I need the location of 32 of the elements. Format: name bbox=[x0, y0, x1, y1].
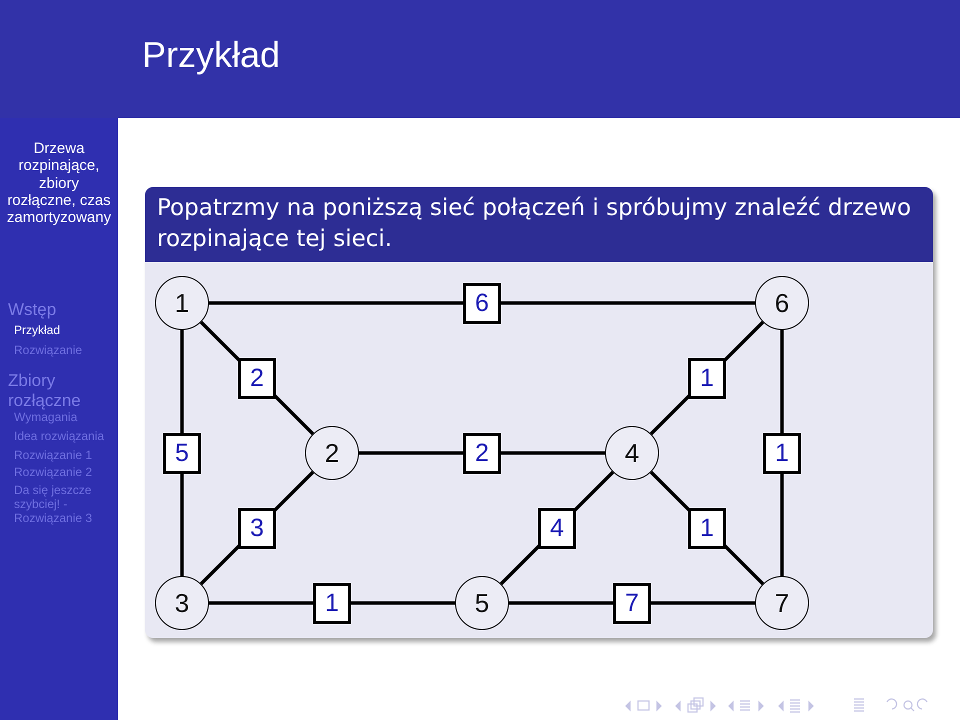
graph-vertex: 1 bbox=[155, 276, 209, 330]
slide-title: Przykład bbox=[142, 34, 280, 76]
edge-weight-label: 6 bbox=[463, 283, 501, 324]
edge-weight-label: 7 bbox=[613, 583, 651, 624]
edge-weight-label: 1 bbox=[313, 583, 351, 624]
navigation-item: Da się jeszcze szybciej! - Rozwiązanie 3 bbox=[14, 484, 94, 526]
sidebar-heading: Drzewa rozpinające, zbiory rozłączne, czas zamortyzowany bbox=[6, 140, 112, 226]
edge-weight-label: 1 bbox=[688, 508, 726, 549]
edge-weight-label: 2 bbox=[238, 358, 276, 399]
edge-weight-label: 1 bbox=[688, 358, 726, 399]
graph-vertex: 7 bbox=[755, 576, 809, 630]
navigation-item: Zbiory rozłączne bbox=[8, 371, 82, 410]
edge-weight-label: 3 bbox=[238, 508, 276, 549]
block-title: Popatrzmy na poniższą sieć połączeń i spróbujmy znaleźć drzewo rozpinające tej sieci. bbox=[145, 187, 933, 262]
graph-vertex: 2 bbox=[305, 426, 359, 480]
navigation-item: Rozwiązanie 1 bbox=[14, 449, 94, 463]
edge-weight-label: 1 bbox=[763, 433, 801, 474]
navigation-item: Rozwiązanie 2 bbox=[14, 466, 94, 480]
content-block bbox=[145, 187, 933, 638]
graph-vertex: 6 bbox=[755, 276, 809, 330]
edge-weight-label: 2 bbox=[463, 433, 501, 474]
edge-weight-label: 5 bbox=[163, 433, 201, 474]
graph-vertex: 3 bbox=[155, 576, 209, 630]
graph-vertex: 5 bbox=[455, 576, 509, 630]
navigation-item: Rozwiązanie bbox=[14, 344, 84, 358]
graph-edge bbox=[209, 301, 755, 305]
navigation-item: Wymagania bbox=[14, 411, 78, 425]
navigation-item: Przykład bbox=[14, 324, 62, 338]
navigation-item: Idea rozwiązania bbox=[14, 430, 106, 444]
graph-vertex: 4 bbox=[605, 426, 659, 480]
edge-weight-label: 4 bbox=[538, 508, 576, 549]
navigation-item: Wstęp bbox=[8, 300, 58, 320]
